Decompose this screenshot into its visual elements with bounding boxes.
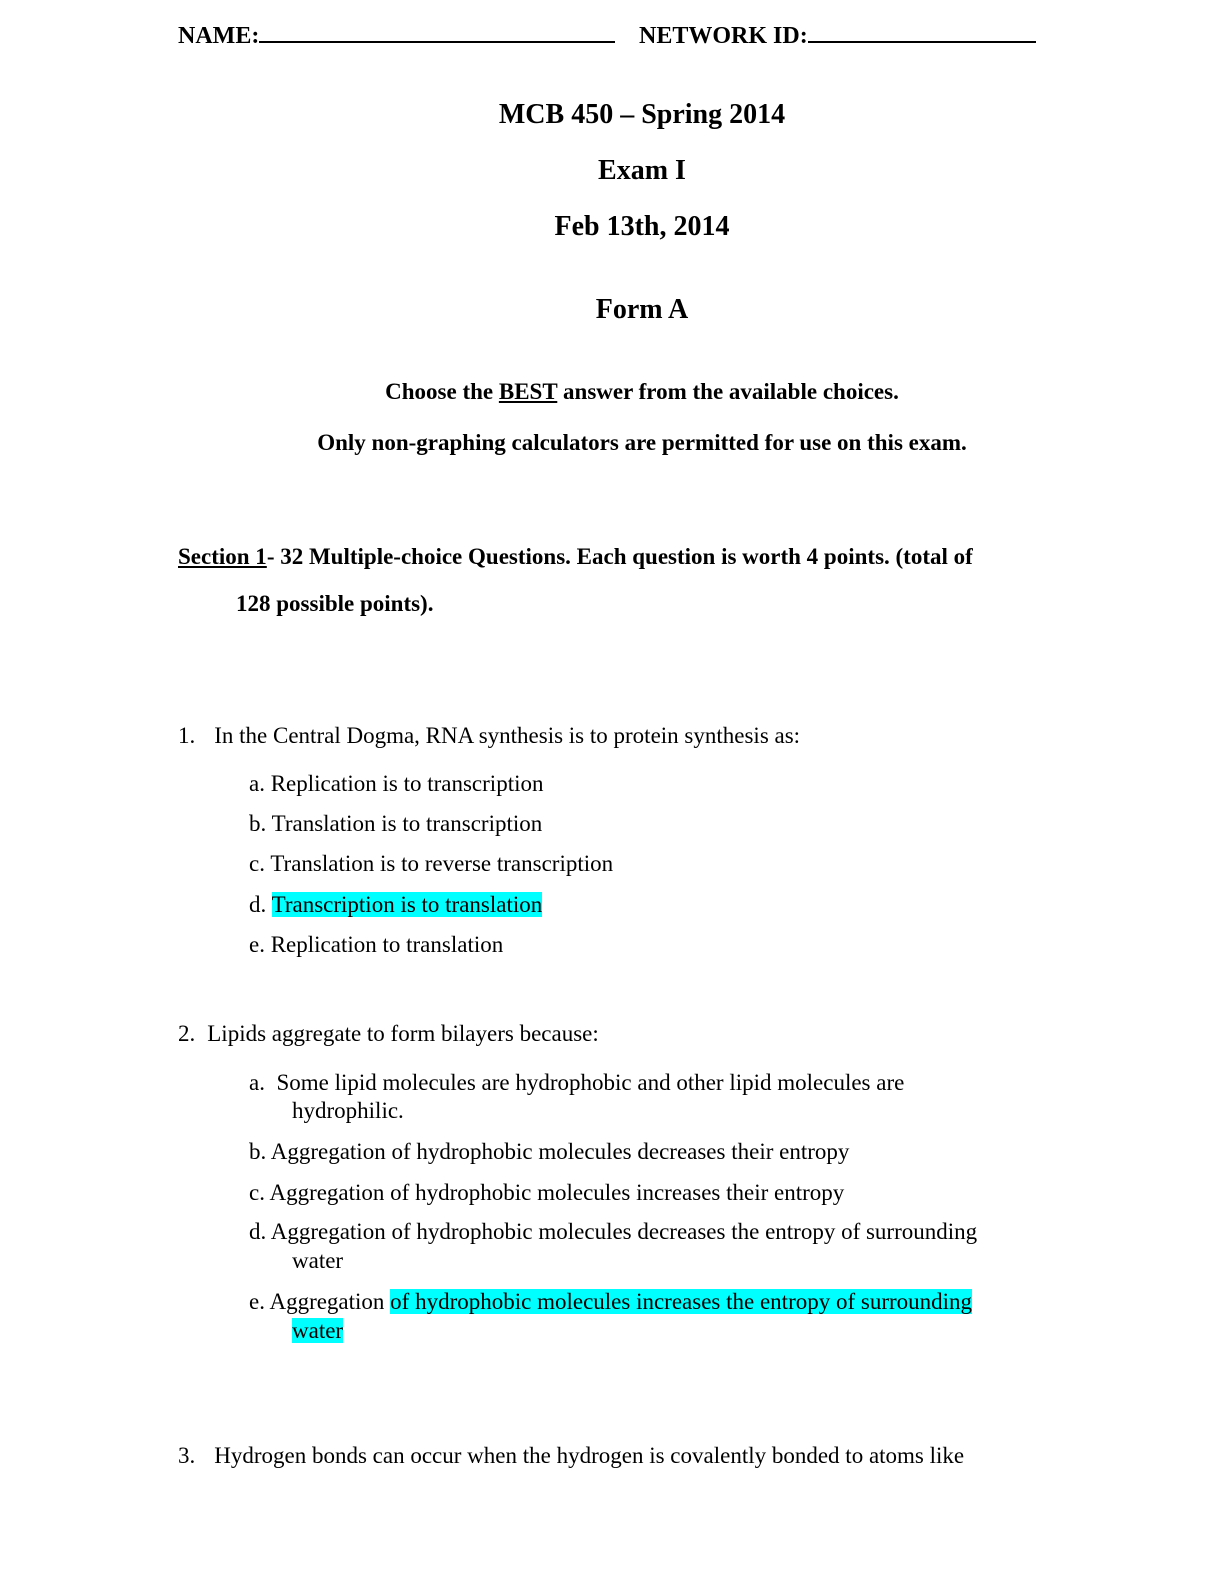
option-text: Replication is to transcription	[270, 771, 544, 796]
option-text: Aggregation	[269, 1289, 391, 1314]
question-3: 3. Hydrogen bonds can occur when the hydr…	[178, 1443, 964, 1469]
name-field: NAME:	[178, 19, 616, 50]
question-1: 1. In the Central Dogma, RNA synthesis is…	[178, 723, 800, 749]
course-title: MCB 450 – Spring 2014	[498, 99, 786, 130]
exam-title: Exam I	[598, 155, 686, 186]
option-text: Translation is to transcription	[271, 811, 543, 836]
section-label: Section 1	[178, 544, 267, 569]
q2-option-c[interactable]: c. Aggregation of hydrophobic molecules …	[249, 1180, 844, 1206]
instruction-text: answer from the available choices.	[557, 379, 899, 404]
option-text: Aggregation of hydrophobic molecules inc…	[269, 1180, 845, 1205]
exam-date: Feb 13th, 2014	[554, 211, 730, 242]
instruction-emphasis: BEST	[498, 379, 558, 404]
q2-option-d[interactable]: d. Aggregation of hydrophobic molecules …	[249, 1219, 977, 1245]
section-text-continued: 128 possible points).	[236, 591, 434, 616]
option-letter: e.	[249, 1289, 265, 1314]
q1-option-c[interactable]: c. Translation is to reverse transcripti…	[249, 851, 613, 877]
instruction-line-2: Only non-graphing calculators are permit…	[317, 430, 967, 455]
instruction-line-1: Choose the BEST answer from the availabl…	[0, 379, 1224, 405]
q1-option-d[interactable]: d. Transcription is to translation	[249, 892, 543, 918]
option-letter: b.	[249, 811, 267, 836]
q1-option-e[interactable]: e. Replication to translation	[249, 932, 503, 958]
q2-option-a[interactable]: a. Some lipid molecules are hydrophobic …	[249, 1070, 904, 1096]
q2-option-e[interactable]: e. Aggregation of hydrophobic molecules …	[249, 1289, 973, 1315]
option-letter: c.	[249, 1180, 265, 1205]
q2-option-a-continued: hydrophilic.	[292, 1098, 404, 1123]
option-text: Some lipid molecules are hydrophobic and…	[276, 1070, 905, 1095]
question-text: In the Central Dogma, RNA synthesis is t…	[214, 723, 801, 748]
option-letter: b.	[249, 1139, 267, 1164]
q2-option-d-continued: water	[292, 1248, 344, 1273]
question-number: 2.	[178, 1021, 196, 1046]
option-text: Aggregation of hydrophobic molecules dec…	[270, 1139, 850, 1164]
section-heading: Section 1- 32 Multiple-choice Questions.…	[178, 544, 973, 570]
option-text: Translation is to reverse transcription	[270, 851, 614, 876]
question-2: 2. Lipids aggregate to form bilayers beca…	[178, 1021, 599, 1047]
option-letter: c.	[249, 851, 265, 876]
network-id-blank	[807, 19, 1036, 43]
highlighted-answer: of hydrophobic molecules increases the e…	[390, 1289, 973, 1314]
option-text: Aggregation of hydrophobic molecules dec…	[270, 1219, 978, 1244]
option-letter: a.	[249, 1070, 265, 1095]
question-number: 1.	[178, 723, 196, 748]
network-id-field: NETWORK ID:	[639, 19, 1036, 50]
highlighted-answer: Transcription is to translation	[271, 892, 543, 917]
option-letter: d.	[249, 892, 267, 917]
network-id-label: NETWORK ID:	[639, 23, 808, 49]
question-text: Lipids aggregate to form bilayers becaus…	[207, 1021, 599, 1046]
option-letter: e.	[249, 932, 265, 957]
question-text: Hydrogen bonds can occur when the hydrog…	[214, 1443, 965, 1468]
section-text: - 32 Multiple-choice Questions. Each que…	[266, 544, 973, 569]
option-letter: a.	[249, 771, 265, 796]
name-label: NAME:	[178, 23, 260, 49]
q2-option-e-continued: water	[292, 1318, 344, 1344]
form-label: Form A	[595, 294, 689, 325]
q2-option-b[interactable]: b. Aggregation of hydrophobic molecules …	[249, 1139, 849, 1165]
instruction-text: Choose the	[385, 379, 499, 404]
highlighted-answer: water	[292, 1318, 344, 1343]
q1-option-b[interactable]: b. Translation is to transcription	[249, 811, 542, 837]
question-number: 3.	[178, 1443, 196, 1468]
name-blank	[259, 19, 616, 43]
option-text: Replication to translation	[270, 932, 504, 957]
q1-option-a[interactable]: a. Replication is to transcription	[249, 771, 543, 797]
option-letter: d.	[249, 1219, 267, 1244]
